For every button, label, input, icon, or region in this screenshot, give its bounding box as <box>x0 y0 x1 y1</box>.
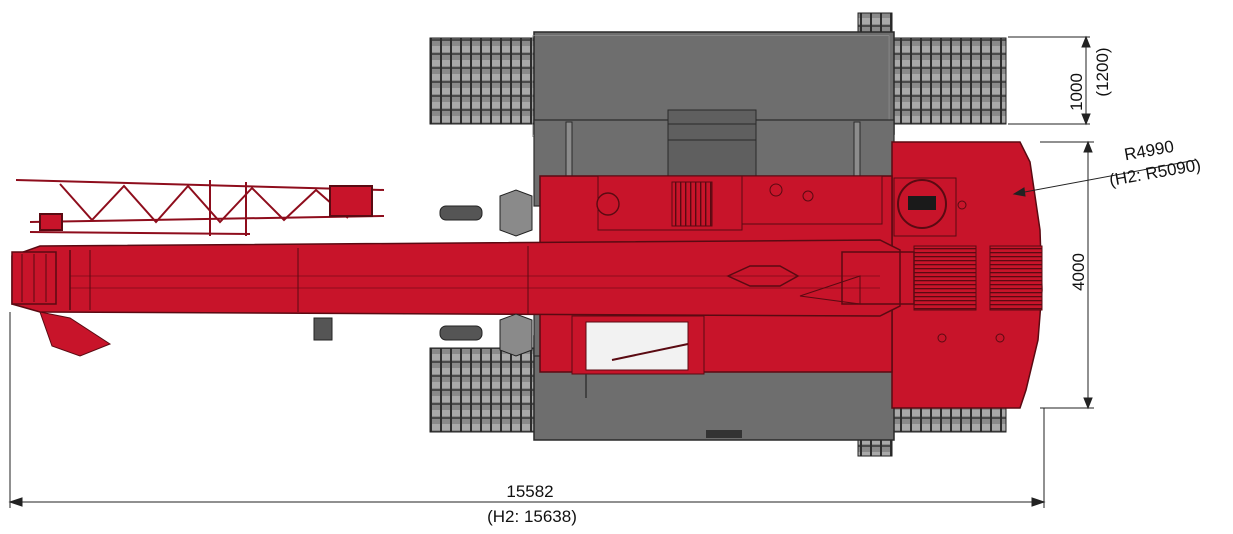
track-gauge-value: 4000 <box>1069 253 1088 291</box>
track-width-alt: (1200) <box>1093 47 1112 96</box>
overall-length-value: 15582 <box>506 482 553 501</box>
dimension-lines <box>8 35 1197 508</box>
boom-pads <box>313 189 533 357</box>
overall-length-alt: (H2: 15638) <box>487 507 577 526</box>
telescopic-boom <box>11 239 915 357</box>
tail-radius-alt: (H2: R5090) <box>1108 155 1203 190</box>
lattice-jib <box>15 179 385 236</box>
track-width-value: 1000 <box>1067 73 1086 111</box>
